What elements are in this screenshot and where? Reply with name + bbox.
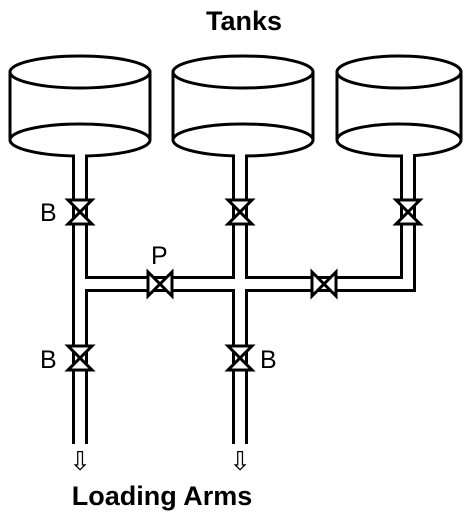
diagram-footer: Loading Arms xyxy=(72,481,253,511)
valve-right-horizontal xyxy=(310,268,338,300)
valve-label-center-lower: B xyxy=(260,346,277,374)
valve-label-left-upper: B xyxy=(40,199,57,227)
valve-label-left-lower: B xyxy=(40,346,57,374)
diagram-title: Tanks xyxy=(206,6,282,36)
down-arrow-center-icon: ⇩ xyxy=(229,447,251,477)
valve-center-lower xyxy=(224,344,256,372)
valve-center-pump xyxy=(146,268,174,300)
tank-left xyxy=(8,54,152,158)
tank-center xyxy=(171,54,315,158)
down-arrow-left-icon: ⇩ xyxy=(69,447,91,477)
valve-left-upper xyxy=(64,198,96,226)
valve-left-lower xyxy=(64,344,96,372)
valve-right-upper xyxy=(392,198,424,226)
valve-center-upper xyxy=(224,198,256,226)
valve-label-pump: P xyxy=(151,242,168,270)
tank-right xyxy=(335,54,463,158)
pipe-network xyxy=(72,150,416,450)
